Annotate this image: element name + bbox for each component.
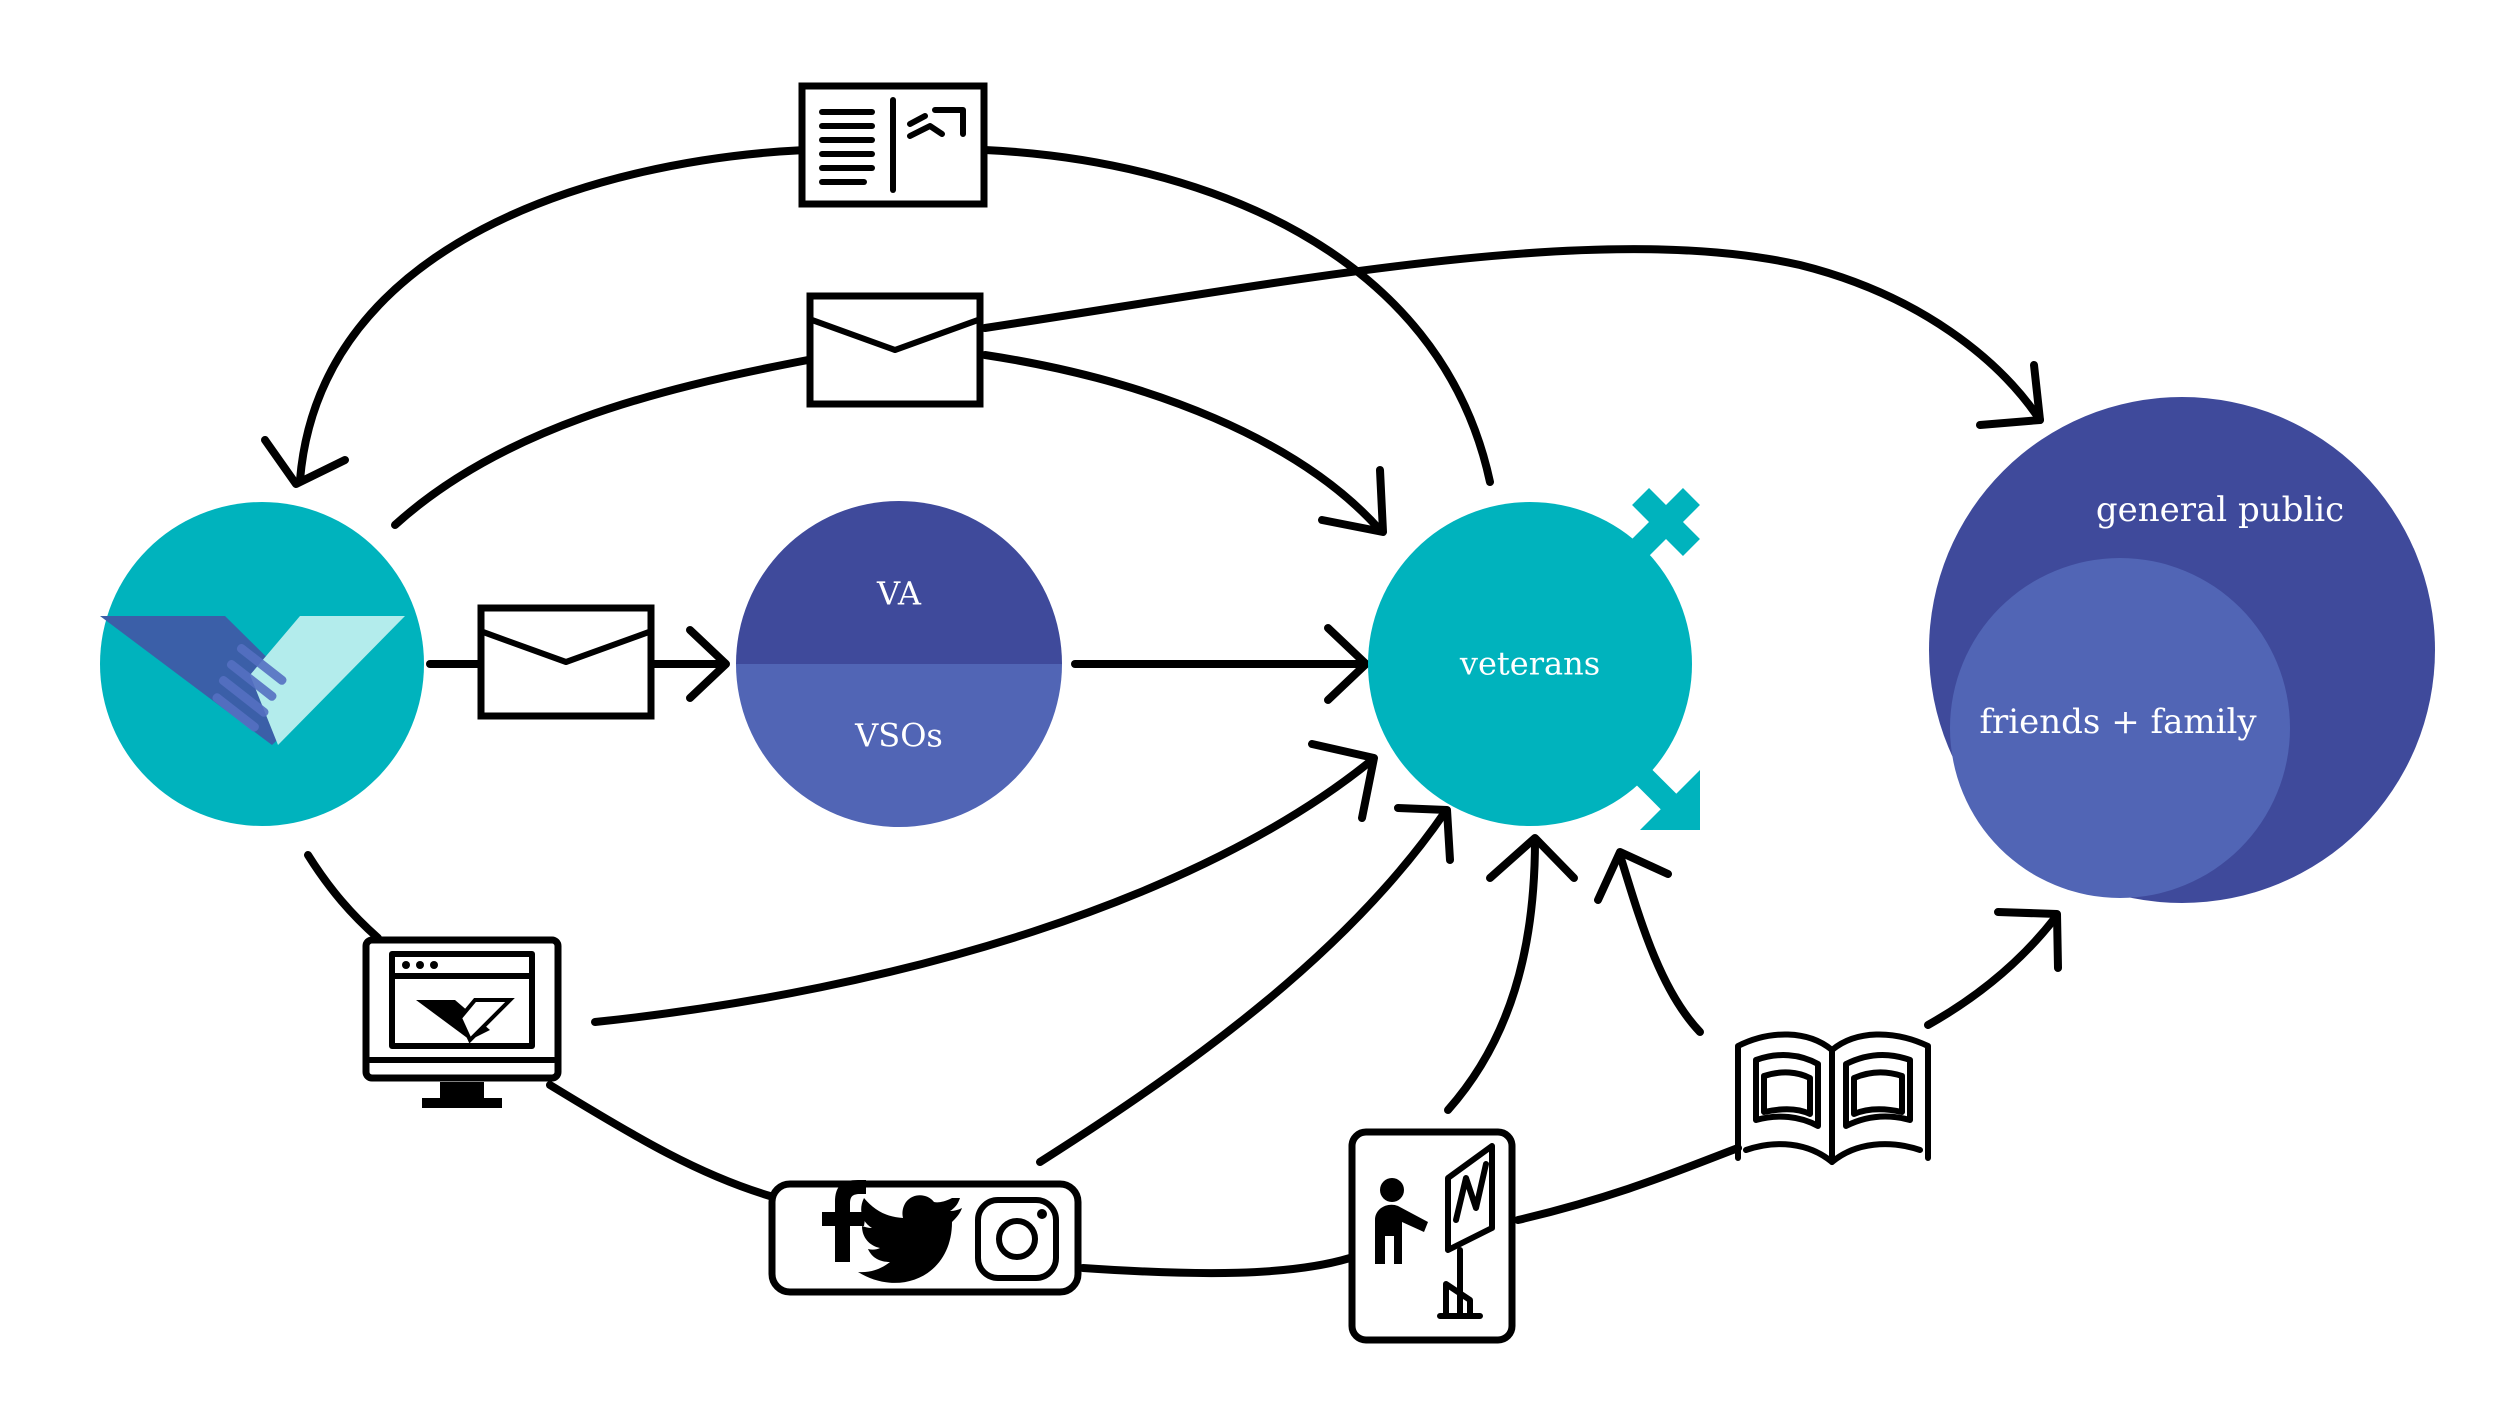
arrowhead-book-public xyxy=(1994,908,2062,972)
veterans-label: veterans xyxy=(1459,645,1600,683)
edge-envelope-to-public xyxy=(391,245,2044,529)
edge-book-to-public xyxy=(1924,914,2059,1029)
twitter-icon xyxy=(858,1195,962,1283)
arrowhead-social-veterans xyxy=(1394,804,1454,864)
edge-social-to-veterans xyxy=(1036,808,1449,1166)
edge-envelope-to-veterans xyxy=(981,351,1384,534)
friends-family-label: friends + family xyxy=(1979,702,2257,742)
male-female-symbol-icon xyxy=(1619,488,1700,830)
edge-book-to-veterans xyxy=(1616,851,1704,1036)
vsos-label: VSOs xyxy=(854,717,943,755)
envelope-icon-top xyxy=(806,292,984,408)
open-book-icon xyxy=(1735,1031,1931,1165)
edge-exhibit-to-book xyxy=(1514,1144,1742,1224)
arrowhead-book-veterans xyxy=(1594,848,1672,904)
arrowhead-to-va xyxy=(686,626,730,702)
edge-website-to-veterans xyxy=(591,756,1376,1026)
envelope-icon xyxy=(477,604,655,720)
exhibit-viewer-icon xyxy=(1348,1128,1516,1344)
edge-postcard-return xyxy=(296,146,1494,486)
social-media-icon xyxy=(768,1180,1082,1296)
facebook-icon xyxy=(822,1180,866,1262)
arrowhead-va-veterans xyxy=(1324,624,1370,704)
edge-social-to-exhibit xyxy=(1079,1254,1354,1278)
va-label: VA xyxy=(876,575,922,613)
va-vsos-node: VA VSOs xyxy=(736,501,1062,827)
postcard-icon xyxy=(798,82,988,208)
general-public-node: general public friends + family xyxy=(1929,397,2435,903)
arrowhead-website-veterans xyxy=(1308,740,1378,822)
arrowhead-to-veterans-top xyxy=(1318,466,1387,536)
edge-org-to-website xyxy=(304,851,382,942)
logo-handshake-icon xyxy=(100,616,405,745)
arrowhead-exhibit-veterans xyxy=(1486,834,1578,882)
organization-node xyxy=(100,502,424,826)
edge-website-to-social xyxy=(546,1081,774,1200)
website-monitor-icon xyxy=(362,936,562,1108)
edge-exhibit-to-veterans xyxy=(1444,836,1539,1114)
general-public-label: general public xyxy=(2096,490,2344,530)
arrowhead-to-public xyxy=(1976,361,2044,429)
instagram-icon xyxy=(975,1197,1059,1281)
arrowhead-to-organization xyxy=(261,436,349,488)
edges xyxy=(261,146,2062,1278)
veterans-node: veterans xyxy=(1368,488,1700,830)
